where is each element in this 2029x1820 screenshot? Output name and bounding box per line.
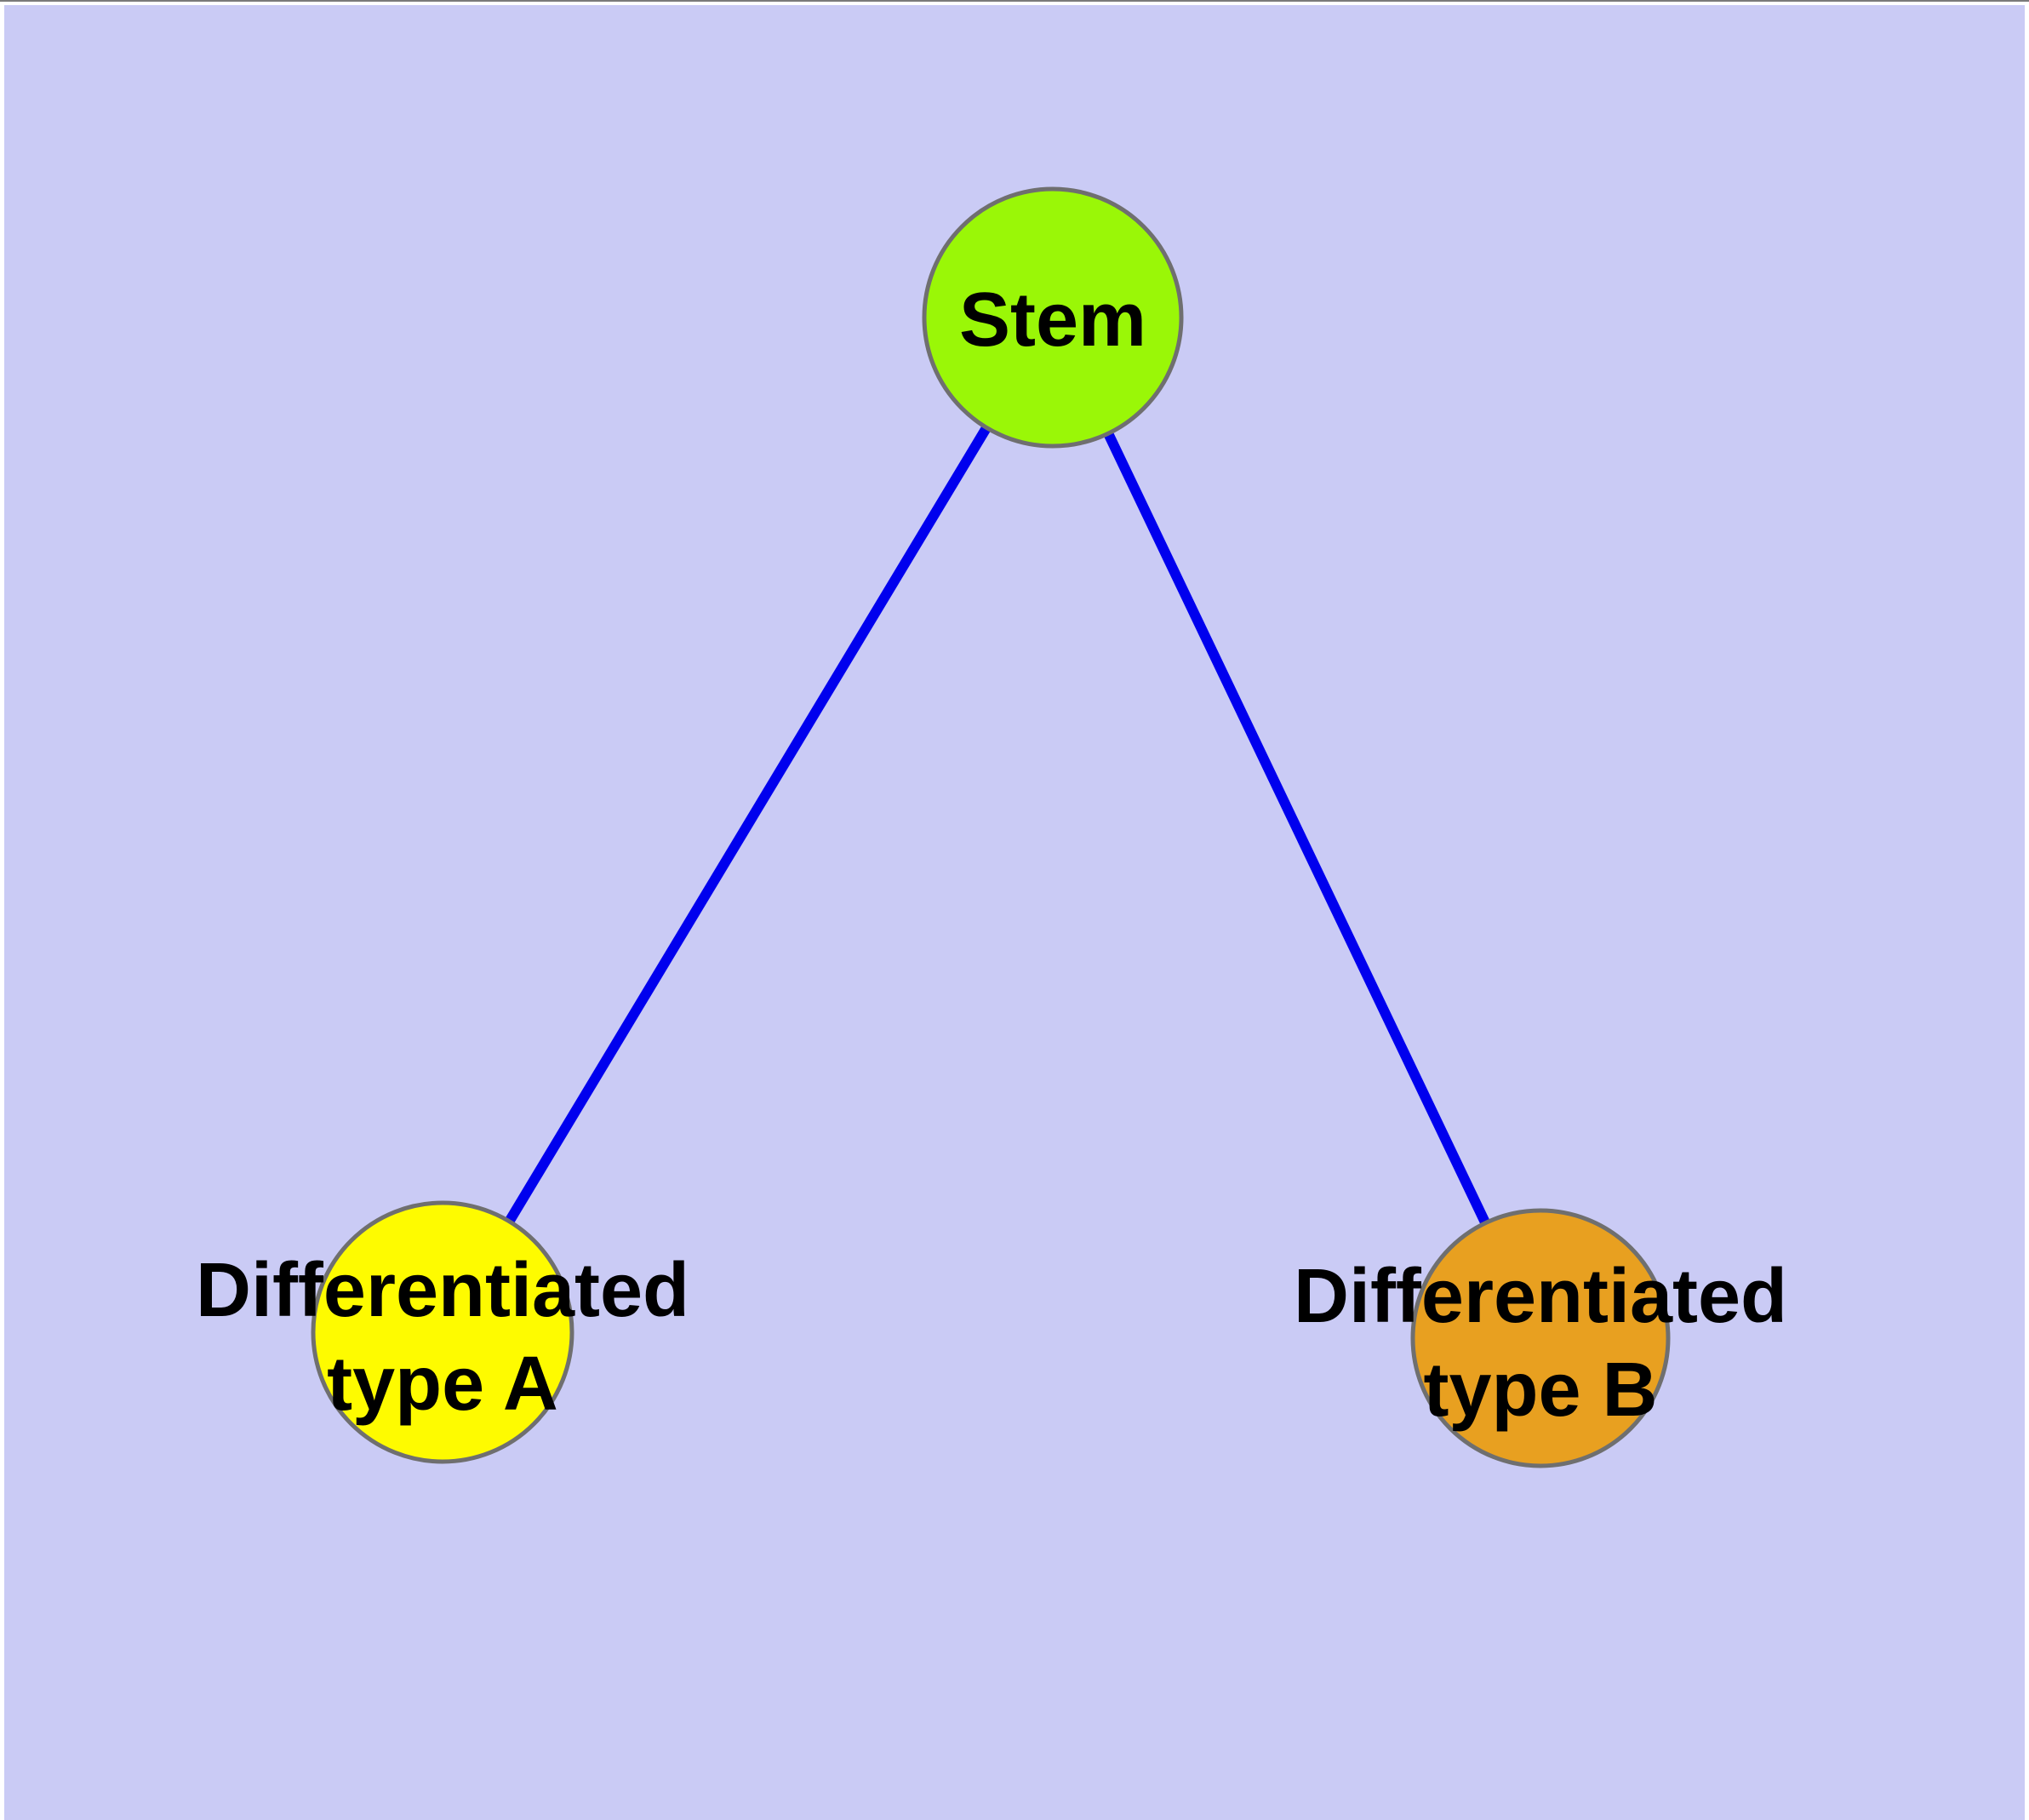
stem-node: Stem	[922, 186, 1184, 449]
frame-top-hairline	[0, 0, 2029, 2]
type-a-node-label-line2: type A	[327, 1342, 558, 1427]
type-a-node-circle	[311, 1200, 574, 1464]
type-a-node-label-line1: Differentiated	[196, 1248, 689, 1333]
stem-node-label: Stem	[959, 278, 1146, 363]
type-b-node-label-line2: type B	[1423, 1348, 1657, 1433]
stem-node-circle	[922, 186, 1184, 449]
edge-stem-to-type-a	[437, 314, 1058, 1336]
edge-stem-to-type-b	[1048, 315, 1546, 1341]
type-b-node-label-line1: Differentiated	[1294, 1254, 1787, 1339]
type-b-node-circle	[1410, 1208, 1671, 1468]
type-b-node: Differentiated type B	[1294, 1208, 1787, 1468]
type-a-node: Differentiated type A	[196, 1200, 689, 1464]
